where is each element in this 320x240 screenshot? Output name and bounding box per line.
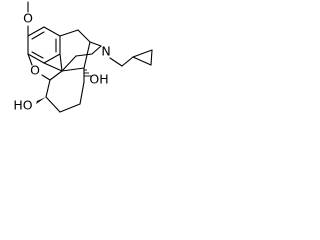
bond-ring-double-1 [31, 31, 45, 40]
bond-c11-c13 [43, 62, 63, 72]
atom-nitrogen: N [101, 44, 110, 59]
bond-ring-c11-c4 [27, 53, 45, 64]
bond-c1-c10 [59, 29, 79, 37]
bond-ring-c12-c11 [43, 53, 61, 64]
bond-c12-c13 [59, 53, 63, 72]
atom-hydroxyl-14: OH [89, 72, 108, 87]
bond-c4-ether-o [27, 53, 33, 66]
bond-cyclopropyl-b [132, 56, 152, 66]
bond-ring-c3-c2 [27, 26, 45, 37]
bond-c8-c14 [79, 81, 85, 105]
atom-methoxy-oxygen: O [23, 11, 33, 26]
bond-c10-c9 [77, 29, 91, 43]
bond-c9-c14 [83, 41, 91, 69]
bond-cyclopropyl-c [150, 49, 153, 66]
bond-ring-c2-c1 [43, 26, 61, 37]
bond-c6-c7 [45, 96, 61, 113]
bond-c5-c6 [45, 79, 51, 98]
atom-ether-oxygen: O [30, 63, 40, 78]
bond-c13-c5 [49, 70, 63, 81]
bond-ether-o-c5 [41, 74, 51, 81]
bond-c13-c15 [61, 55, 77, 72]
atom-hydroxyl-6: HO [13, 98, 32, 113]
bond-cyclopropyl-a [132, 49, 153, 58]
bond-c9-n [89, 41, 102, 47]
molecule-structure-diagram: O O N HO OH [13, 1, 153, 113]
bond-c7-c8 [59, 103, 81, 113]
bond-c15-c16 [75, 53, 93, 57]
bond-c16-n [91, 45, 102, 55]
bond-n-ch2 [109, 57, 123, 67]
bond-ch2-cyclopropyl [121, 56, 134, 67]
bond-c6-ho-wedge [36, 97, 46, 104]
bond-ring-double-3 [31, 51, 44, 59]
bond-c13-c14 [61, 67, 85, 72]
